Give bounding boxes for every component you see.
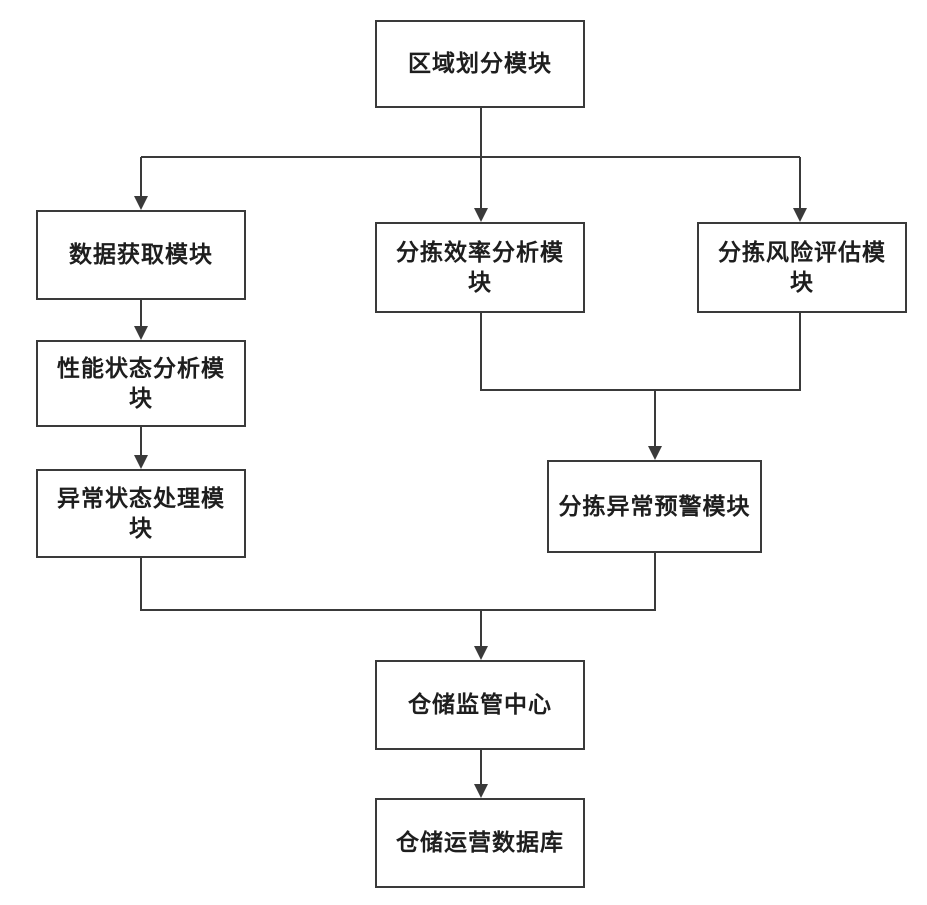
operations-database-box: 仓储运营数据库 [375, 798, 585, 888]
performance-state-box: 性能状态分析模块 [36, 340, 246, 427]
sorting-efficiency-box: 分拣效率分析模块 [375, 222, 585, 313]
region-division-box: 区域划分模块 [375, 20, 585, 108]
arrowhead-performance [134, 326, 148, 340]
sorting-warning-box: 分拣异常预警模块 [547, 460, 762, 553]
data-acquisition-label: 数据获取模块 [69, 240, 213, 270]
sorting-risk-label: 分拣风险评估模块 [707, 238, 897, 298]
region-division-label: 区域划分模块 [408, 49, 552, 79]
arrowhead-abnormal [134, 455, 148, 469]
edge-efficiency-risk-merge [481, 313, 800, 390]
sorting-warning-label: 分拣异常预警模块 [559, 492, 751, 522]
sorting-efficiency-label: 分拣效率分析模块 [385, 238, 575, 298]
monitoring-center-label: 仓储监管中心 [408, 690, 552, 720]
abnormal-handling-label: 异常状态处理模块 [46, 484, 236, 544]
arrowhead-sorting-risk [793, 208, 807, 222]
monitoring-center-box: 仓储监管中心 [375, 660, 585, 750]
edge-abnormal-warning-merge [141, 553, 655, 610]
data-acquisition-box: 数据获取模块 [36, 210, 246, 300]
arrowhead-database [474, 784, 488, 798]
operations-database-label: 仓储运营数据库 [396, 828, 564, 858]
arrowhead-data-acquisition [134, 196, 148, 210]
arrowhead-monitoring-center [474, 646, 488, 660]
arrowhead-sorting-warning [648, 446, 662, 460]
sorting-risk-box: 分拣风险评估模块 [697, 222, 907, 313]
arrowhead-sorting-efficiency [474, 208, 488, 222]
abnormal-handling-box: 异常状态处理模块 [36, 469, 246, 558]
performance-state-label: 性能状态分析模块 [46, 354, 236, 414]
